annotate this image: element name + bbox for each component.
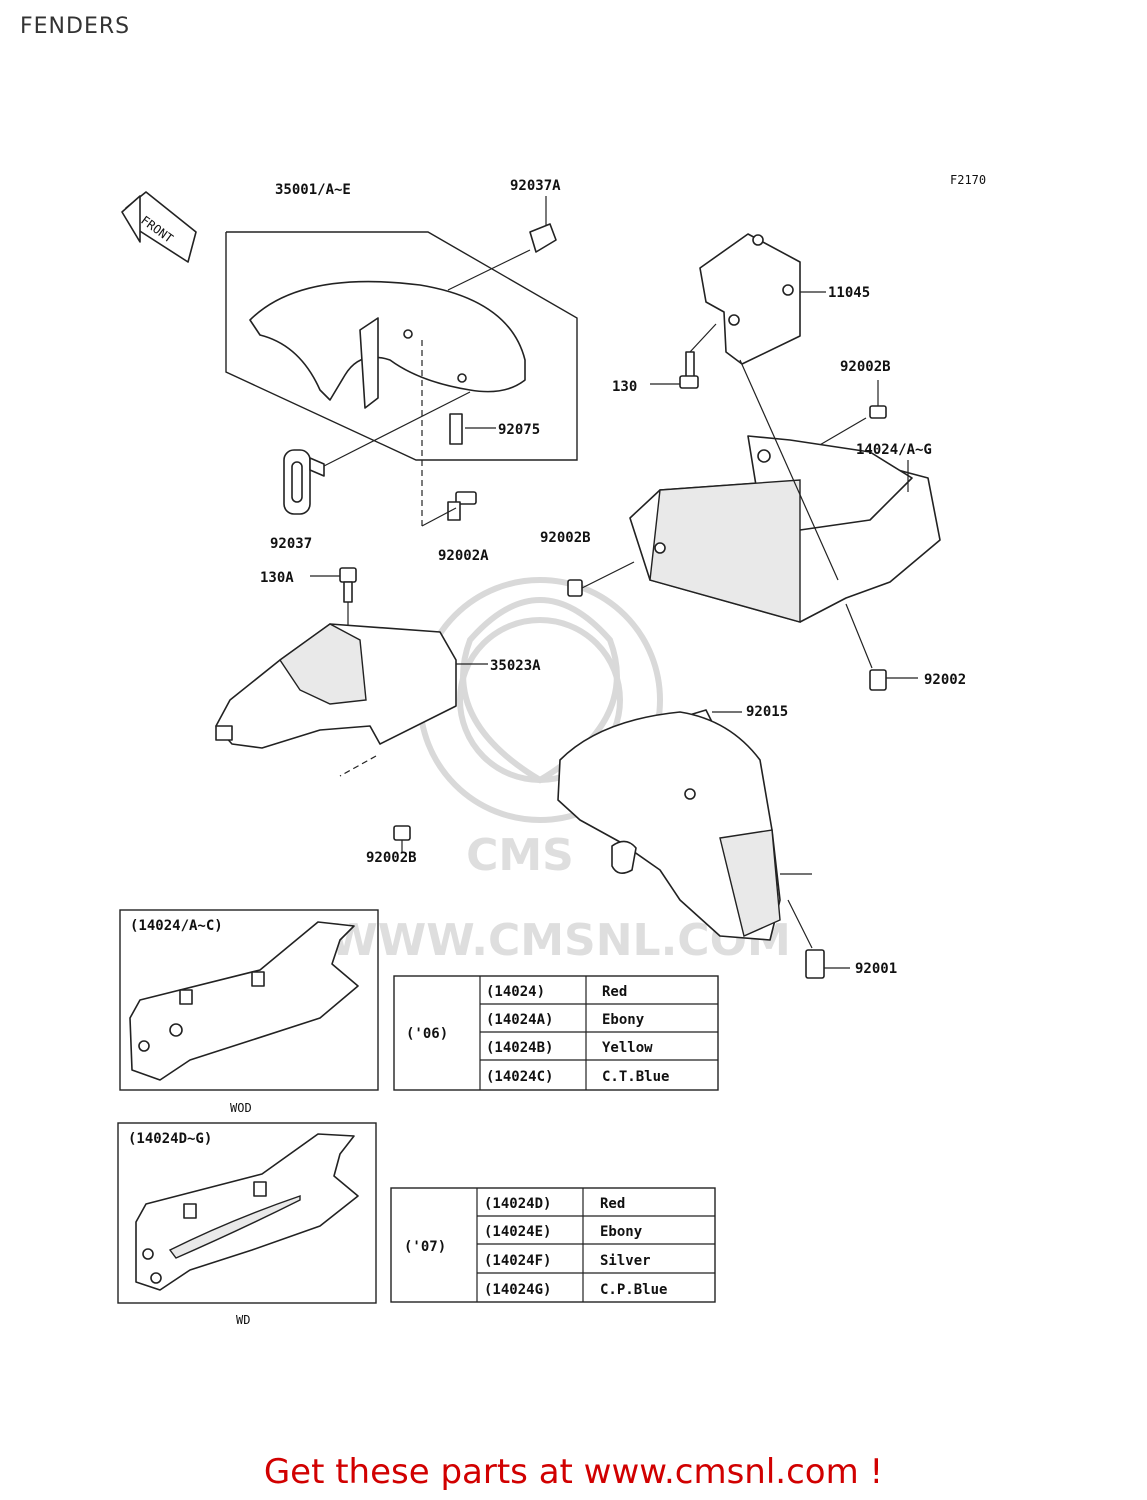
- label-92037a: 92037A: [510, 178, 561, 194]
- label-92002b-low: 92002B: [366, 850, 417, 866]
- table-2007-part-2: (14024E): [484, 1224, 551, 1240]
- part-labels: 35001/A~E 92037A 11045 130 92002B 14024/…: [260, 178, 966, 977]
- label-92037: 92037: [270, 536, 312, 552]
- cover-14024: [629, 359, 941, 623]
- label-92002: 92002: [924, 672, 966, 688]
- table-2006-part-1: (14024): [486, 984, 545, 1000]
- inset-2006-caption: WOD: [230, 1101, 252, 1115]
- bracket-11045: [699, 233, 826, 365]
- table-2007-color-3: Silver: [600, 1253, 651, 1269]
- color-table-2007: ('07) (14024D) Red (14024E) Ebony (14024…: [390, 1187, 716, 1303]
- front-fender-frame: [225, 231, 578, 461]
- parts-diagram: CMS WWW.CMSNL.COM F2170 FRONT: [117, 173, 986, 1327]
- label-14024: 14024/A~G: [856, 442, 932, 458]
- inset-2006-title: (14024/A~C): [130, 918, 223, 934]
- table-2006-color-4: C.T.Blue: [602, 1069, 669, 1085]
- bolt-92001: [787, 899, 850, 979]
- label-35023a: 35023A: [490, 658, 541, 674]
- grommet-92037a: [447, 196, 557, 291]
- spacer-92075: [449, 413, 496, 445]
- label-92002b-mid: 92002B: [540, 530, 591, 546]
- front-direction-arrow: FRONT: [121, 191, 197, 263]
- label-92075: 92075: [498, 422, 540, 438]
- table-2007-part-1: (14024D): [484, 1196, 551, 1212]
- table-2006-color-3: Yellow: [602, 1040, 653, 1056]
- label-11045: 11045: [828, 285, 870, 301]
- promo-link[interactable]: Get these parts at www.cmsnl.com !: [263, 1452, 884, 1492]
- inset-2007-caption: WD: [236, 1313, 250, 1327]
- page-title: FENDERS: [20, 14, 131, 39]
- rear-fender-35023: [557, 711, 812, 941]
- label-92002b-top: 92002B: [840, 359, 891, 375]
- table-2006-color-2: Ebony: [602, 1012, 645, 1028]
- table-2006-part-2: (14024A): [486, 1012, 553, 1028]
- grommet-92037: [283, 391, 471, 515]
- front-fender: [249, 280, 526, 409]
- table-2006-part-3: (14024B): [486, 1040, 553, 1056]
- bolt-92002a: [421, 340, 477, 527]
- label-92015: 92015: [746, 704, 788, 720]
- figure-code: F2170: [950, 173, 986, 187]
- bolt-92002b-mid: [567, 561, 635, 597]
- bolt-92002b-low: [393, 825, 411, 852]
- table-2006-color-1: Red: [602, 984, 627, 1000]
- bolt-92002b-top: [817, 380, 887, 447]
- svg-text:CMS: CMS: [466, 830, 574, 881]
- table-2007-year: ('07): [404, 1239, 446, 1255]
- label-front-fender: 35001/A~E: [275, 182, 351, 198]
- color-table-2006: ('06) (14024) Red (14024A) Ebony (14024B…: [393, 975, 719, 1091]
- table-2007-part-3: (14024F): [484, 1253, 551, 1269]
- inset-2006: (14024/A~C) WOD: [119, 909, 379, 1115]
- bolt-92002: [845, 603, 918, 691]
- label-92001: 92001: [855, 961, 897, 977]
- label-130: 130: [612, 379, 637, 395]
- bolt-130: [650, 323, 717, 389]
- table-2007-color-1: Red: [600, 1196, 625, 1212]
- inset-2007: (14024D~G) WD: [117, 1122, 377, 1327]
- inset-2007-title: (14024D~G): [128, 1131, 212, 1147]
- label-92002a: 92002A: [438, 548, 489, 564]
- table-2007-color-4: C.P.Blue: [600, 1282, 667, 1298]
- table-2006-part-4: (14024C): [486, 1069, 553, 1085]
- bolt-130a: [310, 567, 357, 626]
- table-2007-part-4: (14024G): [484, 1282, 551, 1298]
- table-2007-color-2: Ebony: [600, 1224, 643, 1240]
- table-2006-year: ('06): [406, 1026, 448, 1042]
- inner-fender-35023a: [215, 623, 488, 777]
- label-130a: 130A: [260, 570, 294, 586]
